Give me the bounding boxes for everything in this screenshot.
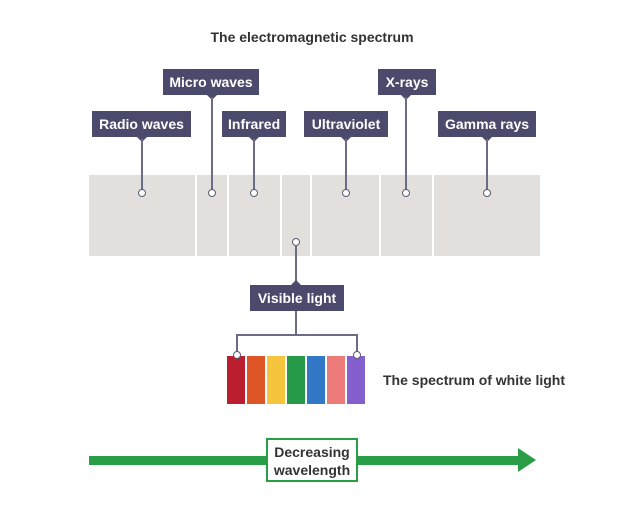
label-x-rays: X-rays (378, 69, 436, 95)
connector-line (345, 139, 347, 190)
connector-line (295, 311, 297, 335)
bracket-line (236, 334, 358, 336)
marker-dot (138, 189, 146, 197)
label-visible-light: Visible light (250, 285, 344, 311)
connector-line (356, 334, 358, 352)
connector-line (211, 97, 213, 190)
marker-dot (233, 351, 241, 359)
marker-dot (292, 238, 300, 246)
pointer (291, 280, 301, 285)
marker-dot (402, 189, 410, 197)
marker-dot (342, 189, 350, 197)
connector-line (236, 334, 238, 352)
color-bar (347, 356, 365, 404)
label-ultraviolet: Ultraviolet (304, 111, 388, 137)
marker-dot (483, 189, 491, 197)
color-bar (267, 356, 285, 404)
color-bar (307, 356, 325, 404)
color-bar (327, 356, 345, 404)
arrow-label-line1: Decreasing (274, 444, 350, 460)
color-bar (287, 356, 305, 404)
marker-dot (353, 351, 361, 359)
diagram-title: The electromagnetic spectrum (210, 29, 414, 45)
white-light-caption: The spectrum of white light (383, 372, 566, 388)
arrow-label-line2: wavelength (273, 462, 351, 478)
connector-line (141, 139, 143, 190)
color-bar (227, 356, 245, 404)
color-bar (247, 356, 265, 404)
connector-line (253, 139, 255, 190)
label-infrared: Infrared (222, 111, 286, 137)
marker-dot (208, 189, 216, 197)
label-micro-waves: Micro waves (163, 69, 259, 95)
decreasing-wavelength-label: Decreasing wavelength (266, 438, 358, 482)
label-radio-waves: Radio waves (92, 111, 191, 137)
marker-dot (250, 189, 258, 197)
label-gamma-rays: Gamma rays (438, 111, 536, 137)
connector-line (295, 246, 297, 284)
connector-line (486, 139, 488, 190)
arrow-head-icon (518, 448, 536, 472)
connector-line (405, 97, 407, 190)
